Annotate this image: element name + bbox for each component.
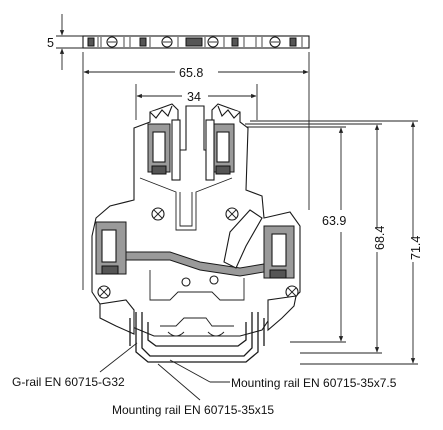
- dimension-65-8-label: 65.8: [179, 66, 203, 80]
- dimension-71-4-label: 71.4: [409, 236, 423, 260]
- callout-leaders: [99, 342, 230, 401]
- rail-35x15-label: Mounting rail EN 60715-35x15: [112, 403, 274, 417]
- dimension-overall-width: 65.8: [82, 52, 310, 290]
- top-view: [82, 35, 310, 49]
- mounting-rails: [129, 312, 265, 363]
- dimension-top-height: 5: [47, 14, 83, 70]
- dimension-5-label: 5: [47, 36, 54, 50]
- dimension-upper-width: 34: [135, 84, 258, 120]
- rail-35x7-5-label: Mounting rail EN 60715-35x7.5: [231, 376, 397, 390]
- terminal-body: [91, 103, 301, 337]
- dimension-68-4-label: 68.4: [373, 226, 387, 250]
- g-rail-label: G-rail EN 60715-G32: [12, 375, 125, 389]
- dimension-34-label: 34: [187, 90, 201, 104]
- dimension-heights: 63.9 68.4 71.4: [240, 120, 423, 365]
- dimension-63-9-label: 63.9: [322, 214, 346, 228]
